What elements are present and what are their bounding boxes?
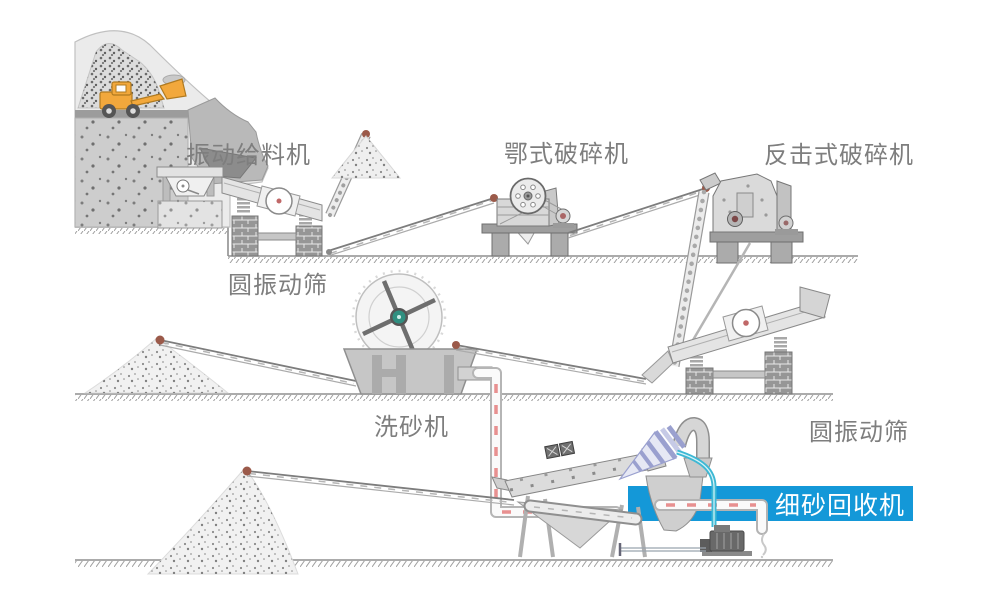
stock-pile-small [330, 135, 402, 179]
brick-pillar [295, 225, 323, 257]
conveyor-1 [326, 194, 498, 257]
brick-pillar [685, 367, 714, 395]
washer-tub [342, 348, 479, 395]
label-sand-washer: 洗砂机 [374, 414, 449, 441]
impact-crusher [699, 172, 804, 264]
brick-pillar [764, 351, 793, 395]
hydrocyclone [618, 425, 687, 481]
sand-pile-middle [83, 337, 230, 394]
vibration-motors [544, 440, 576, 460]
machine-legs [518, 495, 647, 558]
sand-pile-bottom [146, 467, 299, 575]
elevator-head-pulley [362, 130, 370, 138]
circular-vibrating-screen-2 [641, 286, 831, 395]
discharge-chute [641, 350, 674, 384]
sand-washer [342, 269, 493, 395]
discharge-pipe [654, 499, 768, 559]
wheel-loader [99, 74, 187, 118]
conveyor-5 [242, 466, 515, 506]
conveyor-2 [567, 184, 710, 239]
suction-line [618, 543, 706, 556]
feed-box [799, 286, 831, 319]
brick-pillar [231, 215, 259, 257]
jaw-crusher [481, 177, 578, 257]
return-chute [684, 242, 752, 353]
label-jaw-crusher: 鄂式破碎机 [504, 141, 629, 168]
vibrating-feeder [156, 166, 224, 229]
label-vibrating-feeder: 振动给料机 [186, 142, 311, 169]
conveyor-4 [452, 341, 647, 385]
water-drip [761, 533, 767, 556]
label-circular-screen-2: 圆振动筛 [809, 419, 909, 446]
label-impact-crusher: 反击式破碎机 [764, 142, 914, 169]
slurry-pump [700, 525, 752, 556]
ground-hatching [75, 228, 858, 567]
loader-bucket [159, 78, 187, 100]
label-circular-screen-1: 圆振动筛 [228, 272, 328, 299]
conveyor-head-pulley [155, 335, 165, 345]
fine-sand-recycler-label: 细砂回收机 [774, 491, 905, 520]
fine-sand-recovery-machine [491, 416, 768, 559]
conveyor-3 [155, 335, 357, 387]
conveyor-head-pulley [452, 341, 460, 349]
circular-vibrating-screen-1 [221, 176, 323, 257]
conveyor-head-pulley [490, 194, 498, 202]
conveyor-head-pulley [242, 466, 252, 476]
tank-funnel [683, 457, 713, 478]
loader-cab-window [115, 84, 127, 93]
